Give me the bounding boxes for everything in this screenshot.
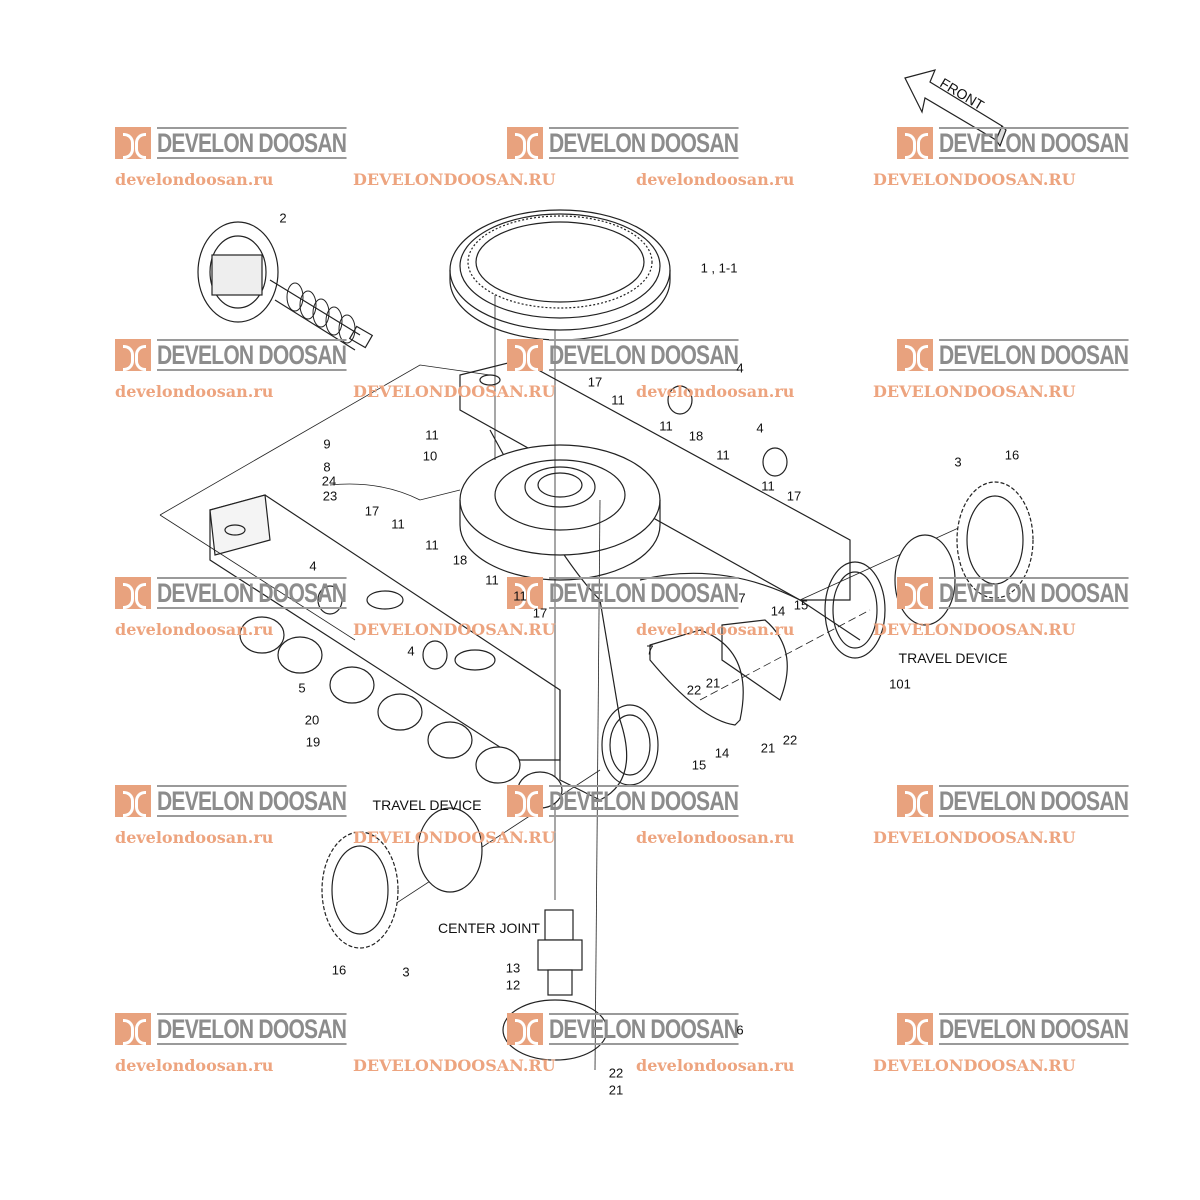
- part-number-label: 17: [786, 488, 802, 504]
- part-number-label: 9: [323, 436, 331, 452]
- track-rollers: [239, 616, 563, 809]
- part-number-label: 2: [279, 210, 287, 226]
- part-number-label: 14: [714, 745, 730, 761]
- part-number-label: 21: [760, 740, 776, 756]
- assembly-label-center-joint: CENTER JOINT: [438, 920, 540, 936]
- part-number-label: 15: [793, 597, 809, 613]
- part-number-label: 14: [770, 603, 786, 619]
- part-number-label: 4: [736, 360, 744, 376]
- part-number-label: 24: [321, 473, 337, 489]
- part-number-label: 21: [608, 1082, 624, 1098]
- part-number-label: 6: [736, 1022, 744, 1038]
- part-number-label: 3: [402, 964, 410, 980]
- part-number-label: 101: [889, 676, 911, 692]
- front-idler-recoil-spring: [197, 221, 374, 351]
- part-number-label: 4: [756, 420, 764, 436]
- part-number-label: 16: [331, 962, 347, 978]
- center-joint: [537, 909, 583, 996]
- front-arrow-icon: FRONT: [904, 69, 1007, 148]
- part-number-label: 20: [304, 712, 320, 728]
- part-number-label: 21: [705, 675, 721, 691]
- part-number-label: 10: [422, 448, 438, 464]
- travel-device-left: [321, 807, 483, 949]
- part-number-label: 11: [611, 392, 625, 408]
- part-number-label: 11: [513, 588, 527, 604]
- part-number-label: 1 , 1-1: [700, 260, 738, 276]
- part-number-label: 4: [309, 558, 317, 574]
- part-number-label: 17: [364, 503, 380, 519]
- part-number-label: 19: [305, 734, 321, 750]
- part-number-label: 15: [691, 757, 707, 773]
- part-number-label: 22: [608, 1065, 624, 1081]
- assembly-label-travel-device-left: TRAVEL DEVICE: [372, 797, 482, 813]
- part-number-label: 7: [646, 642, 654, 658]
- part-number-label: 23: [322, 488, 338, 504]
- part-number-label: 11: [761, 478, 775, 494]
- part-number-label: 11: [391, 516, 405, 532]
- part-number-label: 17: [532, 605, 548, 621]
- cover-plates: [649, 619, 788, 726]
- part-number-label: 8: [323, 459, 331, 475]
- part-number-label: 12: [505, 977, 521, 993]
- lower-track-frame: [209, 359, 886, 801]
- swing-bearing-ring: [449, 209, 671, 341]
- travel-device-right: [894, 481, 1034, 626]
- part-number-label: 11: [659, 418, 673, 434]
- part-number-label: 17: [587, 374, 603, 390]
- part-number-label: 22: [686, 682, 702, 698]
- part-number-label: 11: [425, 427, 439, 443]
- part-number-label: 22: [782, 732, 798, 748]
- part-number-label: 11: [485, 572, 499, 588]
- o-ring: [502, 999, 608, 1061]
- part-number-label: 18: [452, 552, 468, 568]
- part-number-label: 7: [738, 590, 746, 606]
- part-number-label: 3: [954, 454, 962, 470]
- part-number-label: 4: [407, 643, 415, 659]
- part-number-label: 18: [688, 428, 704, 444]
- part-number-label: 13: [505, 960, 521, 976]
- assembly-label-travel-device-right: TRAVEL DEVICE: [898, 650, 1008, 666]
- part-number-label: 16: [1004, 447, 1020, 463]
- part-number-label: 11: [425, 537, 439, 553]
- part-number-label: 5: [298, 680, 306, 696]
- part-number-label: 11: [716, 447, 730, 463]
